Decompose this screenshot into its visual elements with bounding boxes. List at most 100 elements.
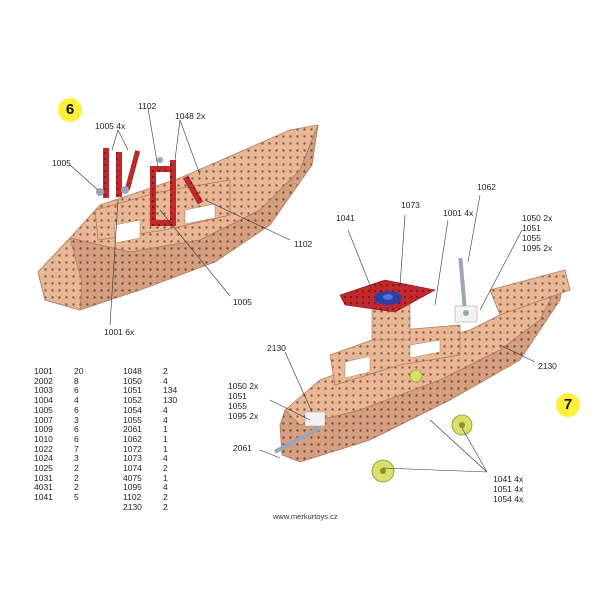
label-1048: 1048 2x <box>175 111 206 121</box>
wheels <box>371 369 473 483</box>
part-quantity: 134 <box>163 385 178 396</box>
label-line: 1095 2x <box>522 243 553 253</box>
part-number: 1102 <box>123 492 142 503</box>
part-quantity: 7 <box>74 443 79 454</box>
part-quantity: 6 <box>74 404 79 415</box>
parts-row: 1102 2 <box>123 492 185 503</box>
part-number: 1073 <box>123 453 142 464</box>
parts-row: 1072 1 <box>123 443 185 455</box>
label-1102-right: 1102 <box>294 239 313 249</box>
parts-row: 2002 8 <box>34 375 96 387</box>
part-quantity: 2 <box>74 463 79 474</box>
part-number: 2061 <box>123 424 142 435</box>
part-number: 1005 <box>34 404 53 415</box>
part-quantity: 6 <box>74 424 79 435</box>
step-7-badge: 7 <box>556 393 580 417</box>
part-quantity: 2 <box>74 482 79 493</box>
part-quantity: 1 <box>163 424 168 435</box>
parts-row: 1048 2 <box>123 366 185 377</box>
part-number: 1055 <box>123 414 142 425</box>
part-quantity: 1 <box>163 443 168 454</box>
label-line: 1051 <box>228 391 247 401</box>
parts-row: 1052 130 <box>123 395 185 406</box>
part-quantity: 4 <box>163 404 168 415</box>
website-url: www.merkurtoys.cz <box>273 512 338 521</box>
part-number: 4031 <box>34 482 53 493</box>
part-number: 1052 <box>123 395 142 406</box>
label-2130-left: 2130 <box>267 343 286 353</box>
part-number: 1004 <box>34 395 53 406</box>
axle-1062 <box>454 257 478 323</box>
part-number: 1001 <box>34 366 53 376</box>
part-number: 2130 <box>123 501 142 512</box>
label-line: 1041 4x <box>493 474 524 484</box>
label-1005-bottom: 1005 <box>233 297 252 307</box>
part-quantity: 1 <box>163 472 168 483</box>
part-quantity: 20 <box>74 366 84 376</box>
part-quantity: 1 <box>163 433 168 444</box>
part-number: 1003 <box>34 385 53 396</box>
label-1041: 1041 <box>336 213 355 223</box>
parts-row: 1031 2 <box>34 472 96 484</box>
label-group-1050-right: 1050 2x 1051 1055 1095 2x <box>522 213 552 253</box>
label-line: 1051 4x <box>493 484 524 494</box>
part-quantity: 3 <box>74 414 79 425</box>
label-1073: 1073 <box>401 200 420 210</box>
part-number: 1010 <box>34 433 53 444</box>
front-axle-2061 <box>273 411 326 454</box>
parts-row: 1022 7 <box>34 443 96 455</box>
label-group-1050-left: 1050 2x 1051 1055 1095 2x <box>228 381 258 421</box>
part-quantity: 4 <box>74 395 79 406</box>
parts-row: 2061 1 <box>123 425 185 435</box>
label-line: 1055 <box>522 233 541 243</box>
part-number: 4075 <box>123 472 142 483</box>
part-number: 1031 <box>34 472 53 483</box>
part-number: 1025 <box>34 463 53 474</box>
label-1001-4x: 1001 4x <box>443 208 474 218</box>
part-number: 2002 <box>34 375 53 386</box>
red-plate-1041 <box>339 279 436 313</box>
step7-leader-lines <box>259 194 536 473</box>
parts-row: 1005 6 <box>34 404 96 416</box>
part-number: 1062 <box>123 433 142 444</box>
part-quantity: 8 <box>74 375 79 386</box>
label-2130-right: 2130 <box>538 361 557 371</box>
part-quantity: 6 <box>74 433 79 444</box>
label-line: 1054 4x <box>493 494 524 504</box>
part-number: 1074 <box>123 463 142 474</box>
label-line: 1055 <box>228 401 247 411</box>
label-line: 1050 2x <box>522 213 553 223</box>
label-1001-6x: 1001 6x <box>104 327 135 337</box>
part-quantity: 2 <box>163 366 168 376</box>
part-quantity: 130 <box>163 395 178 406</box>
label-1005-left: 1005 <box>52 158 71 168</box>
part-quantity: 2 <box>74 472 79 483</box>
step-6-badge: 6 <box>58 98 82 122</box>
part-quantity: 2 <box>163 492 168 503</box>
parts-row: 1025 2 <box>34 463 96 474</box>
step6-leader-lines <box>69 107 291 326</box>
part-number: 1050 <box>123 375 142 386</box>
part-quantity: 6 <box>74 385 79 396</box>
label-1102-top: 1102 <box>138 101 157 111</box>
part-number: 1072 <box>123 443 142 454</box>
part-number: 1022 <box>34 443 53 454</box>
part-quantity: 2 <box>163 501 168 512</box>
parts-row: 1003 6 <box>34 386 96 396</box>
part-quantity: 3 <box>74 453 79 464</box>
label-line: 1095 2x <box>228 411 259 421</box>
step6-boat-hull <box>37 124 319 311</box>
parts-row: 1004 4 <box>34 395 96 406</box>
part-number: 1048 <box>123 366 142 376</box>
